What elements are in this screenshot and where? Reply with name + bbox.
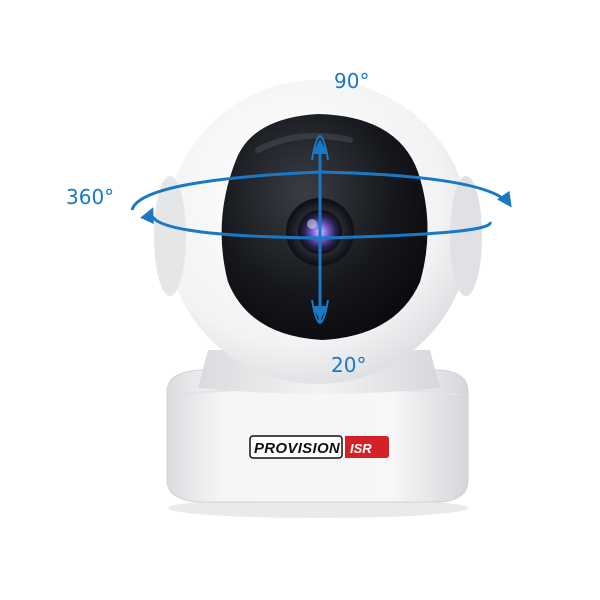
tilt-arrow — [311, 135, 329, 324]
tilt-up-label: 90° — [334, 69, 369, 93]
pan-label: 360° — [66, 185, 114, 209]
brand-logo: PROVISION ISR — [249, 435, 389, 459]
brand-suffix: ISR — [350, 441, 372, 456]
brand-name: PROVISION — [254, 440, 341, 457]
ground-shadow — [168, 498, 468, 518]
tilt-down-label: 20° — [331, 353, 366, 377]
